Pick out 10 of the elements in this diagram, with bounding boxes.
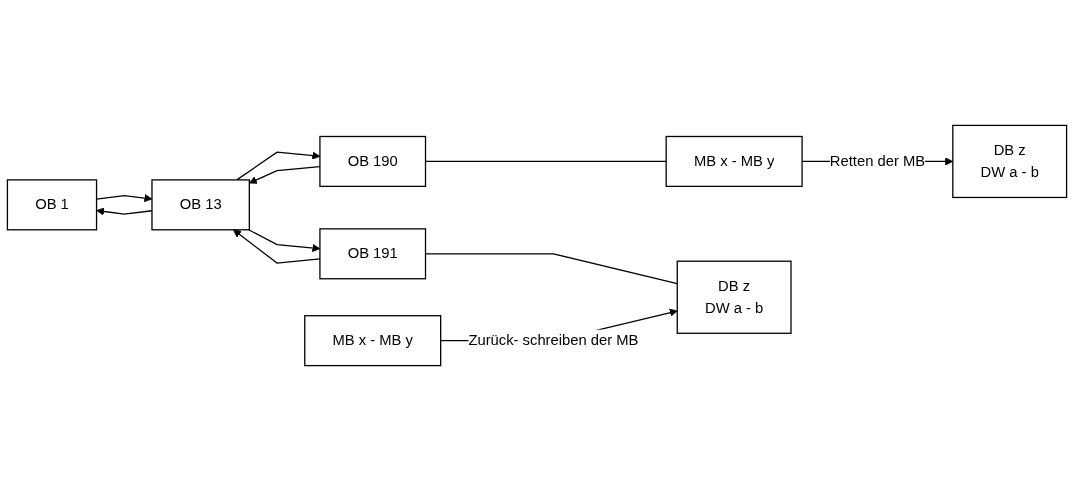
node-box: OB 13 xyxy=(151,178,250,230)
edge-label: Retten der MB xyxy=(829,152,926,169)
node-box: OB 191 xyxy=(319,227,427,279)
edge-label: Zurück- schreiben der MB xyxy=(468,331,639,348)
node-box: OB 190 xyxy=(319,135,427,187)
node-box: MB x - MB y xyxy=(304,314,442,366)
node-box: OB 1 xyxy=(6,178,98,230)
node-box: DB z DW a - b xyxy=(676,260,792,334)
node-box: MB x - MB y xyxy=(665,135,803,187)
node-box: DB z DW a - b xyxy=(952,124,1068,198)
